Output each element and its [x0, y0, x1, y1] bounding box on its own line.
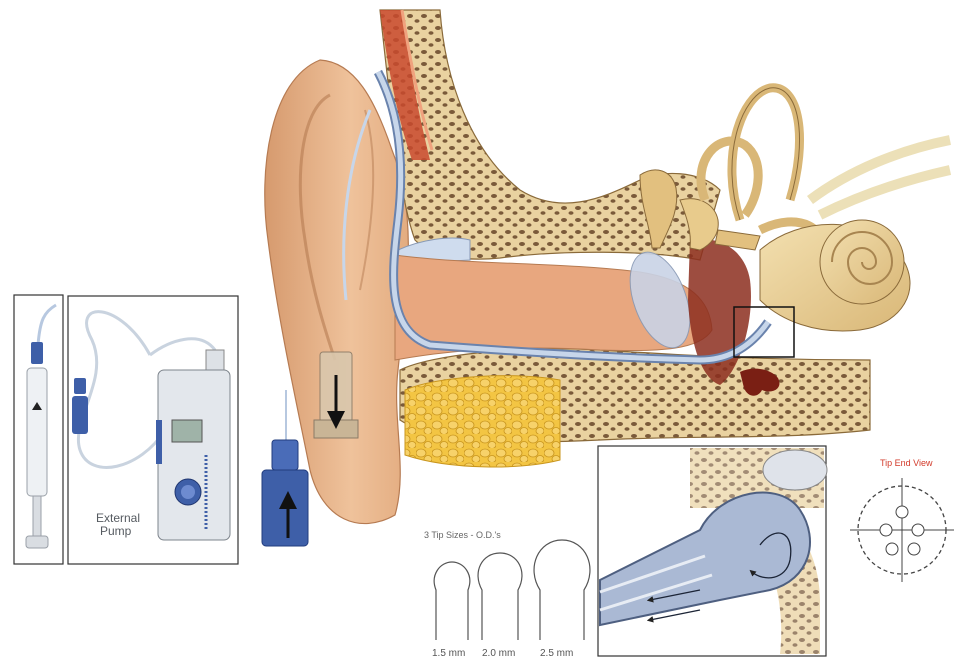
tip-size-label: 2.0 mm — [482, 648, 515, 659]
tip-2-5mm — [534, 540, 590, 640]
catheter-tip-inset — [598, 446, 827, 656]
tip-1-5mm — [434, 562, 470, 640]
tip-end-view-label: Tip End View — [880, 458, 933, 468]
tip-sizes-illustration — [434, 540, 590, 640]
syringe-panel — [14, 295, 63, 564]
cochlea — [760, 220, 910, 331]
tip-size-label: 2.5 mm — [540, 648, 573, 659]
tip-size-label: 1.5 mm — [432, 648, 465, 659]
tip-sizes-title: 3 Tip Sizes - O.D.'s — [424, 530, 501, 540]
pump-label-line2: Pump — [96, 525, 140, 538]
tip-end-view-diagram — [850, 478, 954, 582]
external-pump-label: External Pump — [96, 512, 140, 538]
auditory-nerve — [810, 140, 950, 215]
external-pump-panel — [68, 296, 238, 564]
tip-2-0mm — [478, 553, 522, 640]
ear-connector — [314, 352, 358, 438]
